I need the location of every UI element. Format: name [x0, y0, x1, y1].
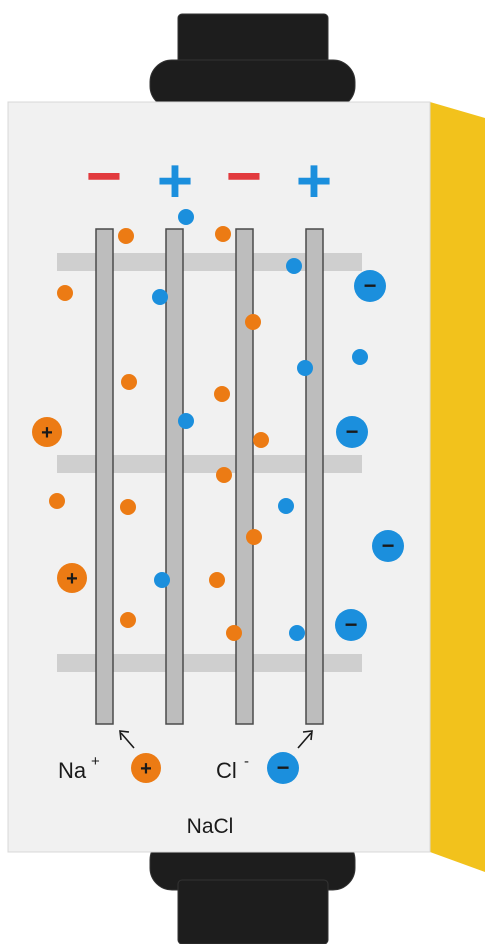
chloride-ion [352, 349, 368, 365]
chloride-superscript: - [244, 753, 249, 770]
sodium-ion [246, 529, 262, 545]
top-connector [150, 14, 355, 108]
sodium-ion [209, 572, 225, 588]
chloride-ion [297, 360, 313, 376]
membrane [236, 229, 253, 724]
sodium-ion [120, 612, 136, 628]
sodium-ion [49, 493, 65, 509]
membrane [166, 229, 183, 724]
sodium-ion [121, 374, 137, 390]
sodium-ion [118, 228, 134, 244]
chloride-legend-sign: − [277, 755, 290, 780]
electrode-sign: − [86, 142, 122, 211]
chloride-ion [286, 258, 302, 274]
chloride-ion-large: − [335, 609, 367, 641]
chloride-ion [152, 289, 168, 305]
sodium-ion-sign: + [66, 568, 78, 590]
sodium-ion-sign: + [41, 422, 53, 444]
bottom-connector [150, 838, 355, 944]
chloride-ion [278, 498, 294, 514]
sodium-ion [253, 432, 269, 448]
chloride-ion-sign: − [345, 612, 358, 637]
bottom-connector-neck [178, 880, 328, 944]
electrode-sign: − [226, 142, 262, 211]
side-panel [430, 102, 485, 872]
sodium-ion-large: + [32, 417, 62, 447]
chloride-ion-sign: − [346, 419, 359, 444]
sodium-symbol: Na [58, 758, 87, 783]
chloride-symbol: Cl [216, 758, 237, 783]
chloride-ion [178, 413, 194, 429]
electrode-sign: + [296, 147, 332, 216]
sodium-ion [215, 226, 231, 242]
membrane [96, 229, 113, 724]
chloride-ion-large: − [372, 530, 404, 562]
sodium-ion [226, 625, 242, 641]
compound-label: NaCl [187, 815, 234, 838]
chloride-ion-sign: − [382, 533, 395, 558]
sodium-ion-large: + [57, 563, 87, 593]
sodium-superscript: + [91, 753, 100, 770]
membrane [306, 229, 323, 724]
chloride-ion-sign: − [364, 273, 377, 298]
chloride-ion-large: − [336, 416, 368, 448]
chloride-ion-large: − [354, 270, 386, 302]
chloride-ion [289, 625, 305, 641]
sodium-ion [214, 386, 230, 402]
sodium-ion [57, 285, 73, 301]
sodium-legend-sign: + [140, 758, 152, 780]
chloride-ion [178, 209, 194, 225]
sodium-ion [245, 314, 261, 330]
electrode-sign: + [157, 147, 193, 216]
top-connector-collar [150, 60, 355, 108]
sodium-ion [120, 499, 136, 515]
sodium-ion [216, 467, 232, 483]
chloride-ion [154, 572, 170, 588]
